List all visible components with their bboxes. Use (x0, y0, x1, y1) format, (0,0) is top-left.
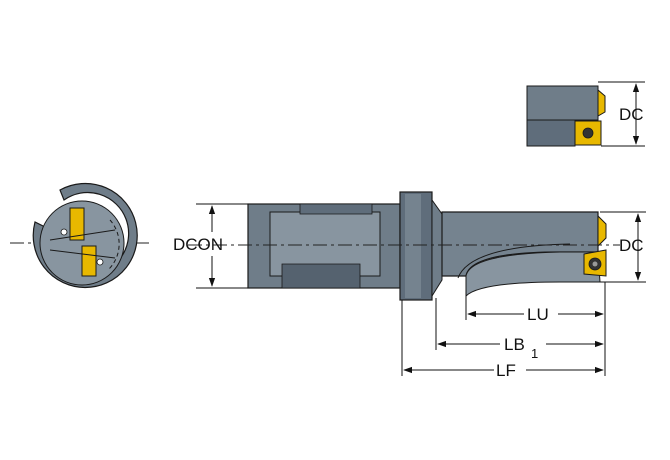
lb-label-subscript: 1 (531, 346, 538, 361)
lb-label-bg (500, 332, 546, 358)
insert-detail-tip-top (597, 88, 606, 117)
dimensions: DCON DC LU LB 1 LF (173, 203, 646, 380)
insert-detail-body-lower (526, 119, 576, 147)
shank-clamp-flat (299, 203, 373, 215)
insert-detail-view: DC (526, 81, 645, 147)
insert-detail-screw (582, 127, 594, 139)
end-view-coolant-hole-1 (60, 228, 68, 236)
dcon-label: DCON (173, 235, 223, 254)
dc-label-side: DC (619, 236, 644, 255)
end-view-flute-top (69, 207, 85, 241)
lf-label-bg (494, 359, 526, 379)
lf-label: LF (496, 361, 516, 380)
end-view-face (39, 200, 125, 286)
end-view-body (32, 182, 138, 289)
end-view-coolant-hole-2 (96, 258, 104, 266)
lu-label: LU (527, 305, 549, 324)
flange-highlight (405, 194, 421, 298)
end-view-flute-bottom (81, 245, 97, 277)
lu-label-bg (524, 303, 558, 323)
insert-detail-insert (574, 120, 602, 146)
end-view (10, 182, 150, 289)
tip-insert-top (597, 214, 607, 248)
neck (431, 198, 443, 298)
tip-insert-screw-core (592, 261, 598, 267)
lb-label: LB (504, 335, 525, 354)
end-view-dash-arc (107, 219, 120, 271)
dc-label-top: DC (619, 105, 644, 124)
side-view (188, 191, 620, 301)
insert-detail-body-upper (526, 85, 599, 121)
shank-side-lower (281, 263, 361, 289)
end-view-chip-groove (49, 229, 116, 259)
